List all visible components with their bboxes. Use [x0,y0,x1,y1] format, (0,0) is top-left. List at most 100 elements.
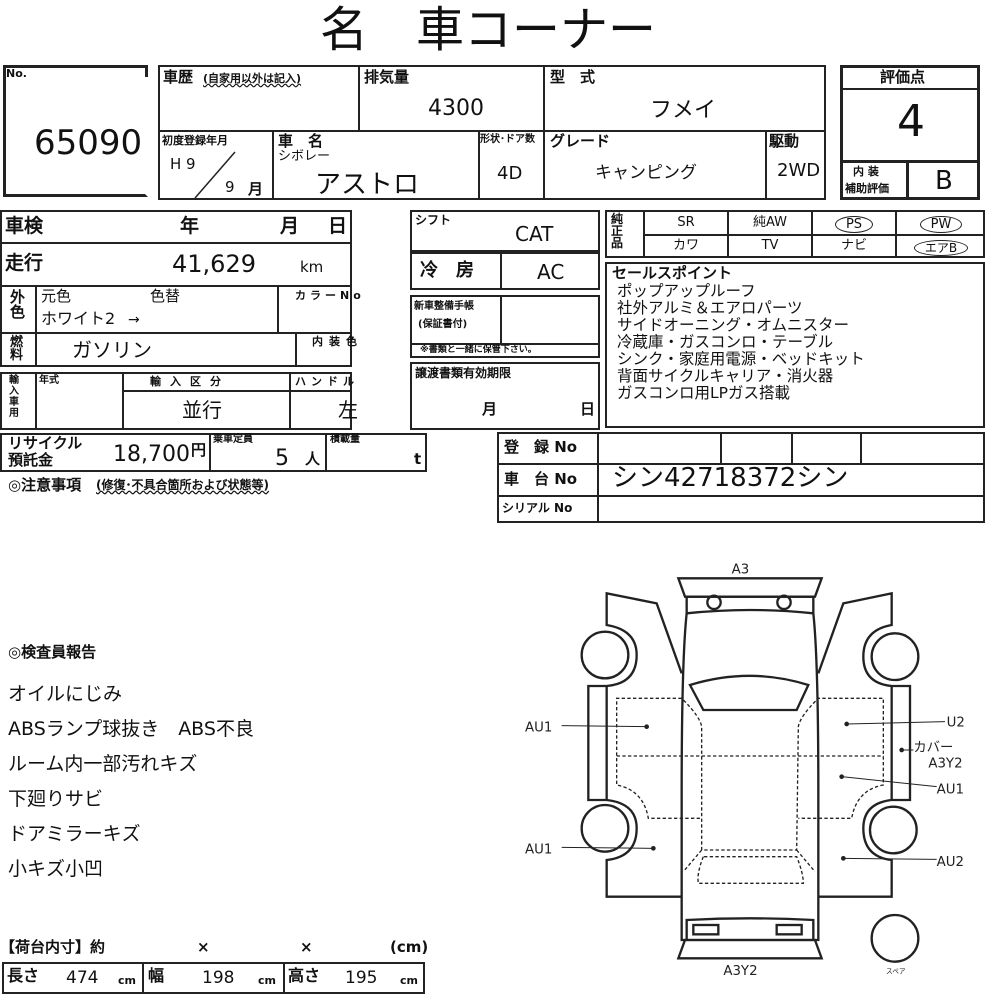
recycle-row [0,433,427,472]
first-reg-label: 初度登録年月 [162,134,228,147]
car-maker: シボレー [278,149,331,164]
recycle-label: リサイクル [8,434,83,452]
capacity-value: 5 [275,446,289,471]
sales-point: 背面サイクルキャリア・消火器 [617,367,834,385]
inspection-year: 年 [180,215,200,237]
grade-label: グレード [550,132,611,150]
cargo-width-label: 幅 [148,966,165,985]
score-label: 評価点 [880,68,926,86]
manual-label: 新車整備手帳 [414,301,474,312]
genuine-item-leather: カワ [672,238,699,253]
sales-points-box [605,262,985,428]
capacity-label: 乗車定員 [213,434,253,445]
genuine-item-ps-circled: PS [834,216,874,233]
history-note: (自家用以外は記入) [203,72,302,85]
cargo-width-value: 198 [202,968,235,988]
score-value: 4 [897,96,925,147]
spare-label: スペア [886,967,906,975]
first-reg-month: 9 [225,178,235,196]
report-line: 下廻りサビ [8,788,104,810]
panel-dashed-lines [616,697,884,884]
sales-point: シンク・家庭用電源・ベッドキット [617,350,865,368]
caution-label: ◎注意事項 [8,476,82,494]
cargo-label: 【荷台内寸】約 [0,938,106,956]
report-line: ABSランプ球抜き ABS不良 [8,718,254,740]
manual-label2: (保証書付) [418,319,468,330]
ac-cell [410,252,600,290]
page-title: 名 車コーナー [320,2,657,58]
mileage-label: 走行 [5,252,44,274]
mileage-unit: km [300,258,324,276]
transfer-label: 譲渡書類有効期限 [415,366,512,380]
fuel-value: ガソリン [72,338,152,362]
damage-leader-lines [561,721,946,860]
import-label: 輸入車用 [9,375,19,419]
transfer-day: 日 [580,400,596,418]
reg-no-label: 登 録 No [504,438,578,456]
genuine-item-pw-circled: PW [919,216,963,233]
interior-score-label: 内 装 [853,165,879,178]
exterior-orig-label: 元色 [41,287,72,305]
sales-point: サイドオーニング・オムニスター [617,316,850,334]
exterior-color-value: ホワイト2 [41,309,116,328]
shift-cell [410,210,600,252]
inspection-month: 月 [280,215,300,237]
transfer-month: 月 [482,400,498,418]
inspection-day: 日 [328,215,348,237]
mileage-value: 41,629 [172,250,256,278]
genuine-item-sr: SR [677,215,695,230]
load-unit: t [414,450,422,468]
left-side-panel [580,591,683,898]
inspection-label: 車検 [5,215,44,237]
drive-value: 2WD [777,160,821,181]
damage-code-left-front: AU1 [525,842,552,857]
history-label: 車歴 [163,68,194,86]
cargo-length-unit: cm [118,974,136,987]
import-table [0,372,352,430]
genuine-item-tv: TV [761,238,779,253]
grade-value: キャンピング [595,163,697,183]
genuine-item-aw: 純AW [752,215,788,230]
interior-color-label: 内装色 [312,335,363,348]
color-no-label: カラーNo [295,289,365,302]
spare-tire-icon [870,913,920,963]
model-code-value: フメイ [650,98,717,123]
damage-code-left-rear: AU1 [525,721,552,736]
right-side-panel [817,591,920,898]
cargo-length-label: 長さ [7,966,40,985]
genuine-item-airbag-circled: エアB [913,240,969,256]
cargo-height-label: 高さ [288,966,321,985]
recycle-value: 18,700 [113,442,190,467]
exterior-change-label: 色替 [150,287,181,305]
interior-score-label2: 補助評価 [845,182,889,195]
interior-score-value: B [935,166,953,196]
import-year-label: 年式 [39,375,59,386]
import-class-label: 輸入区分 [150,375,230,388]
ac-value: AC [537,260,565,284]
import-class-value: 並行 [182,398,222,422]
car-damage-diagram: A3 A3Y2 AU1 AU1 U2 カバー A3Y2 AU1 AU2 スペア [525,562,965,979]
first-reg-year: H 9 [170,155,196,173]
report-line: オイルにじみ [8,683,123,705]
model-code-label: 型 式 [550,68,596,86]
fuel-label: 燃料 [10,335,24,363]
cargo-height-unit: cm [400,974,418,987]
chassis-no-label: 車 台 No [504,470,578,488]
shift-label: シフト [415,213,452,227]
manual-cell [410,295,600,358]
car-body-outline [676,577,824,960]
inspection-table [0,210,352,367]
report-line: ドアミラーキズ [8,823,141,845]
sales-point: 冷蔵庫・ガスコンロ・テーブル [617,333,834,351]
damage-code-right-mid: AU1 [937,782,964,797]
doors-value: 4D [497,163,523,184]
recycle-label2: 預託金 [8,451,54,469]
cargo-table [2,962,425,994]
arrow-icon: → [128,312,140,328]
damage-code-right-rear: U2 [947,716,965,731]
cargo-x1: × [197,938,210,956]
inspector-report-label: ◎検査員報告 [8,643,97,661]
transfer-cell [410,362,600,430]
damage-code-right-front: AU2 [937,855,964,870]
cargo-width-unit: cm [258,974,276,987]
